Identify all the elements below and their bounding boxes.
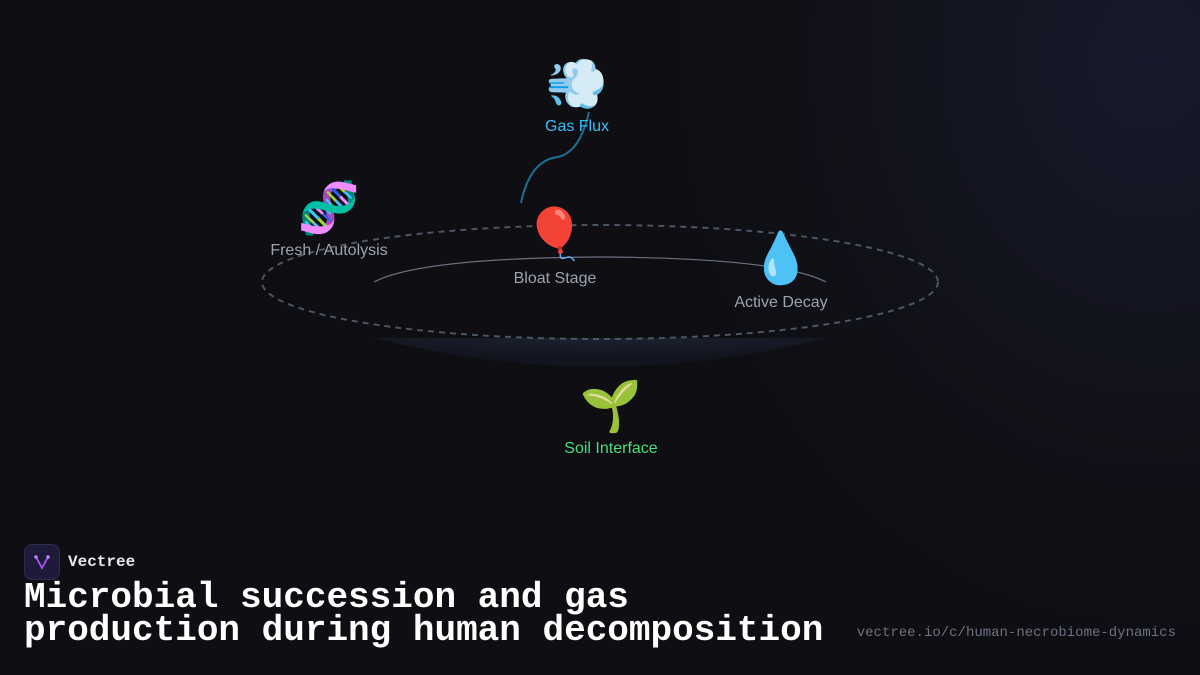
- brand-name: Vectree: [68, 553, 136, 571]
- node-label: Gas Flux: [544, 118, 610, 135]
- balloon-icon: 🎈: [523, 205, 587, 263]
- dash-symbol-icon: 💨: [545, 55, 609, 113]
- title-line-1: Microbial succession and gas: [24, 577, 629, 618]
- node-label: Bloat Stage: [513, 270, 597, 287]
- node-active-decay[interactable]: 💧 Active Decay: [734, 230, 827, 312]
- node-label: Soil Interface: [564, 440, 658, 457]
- soil-shadow: [375, 338, 825, 367]
- seedling-icon: 🌱: [579, 377, 643, 435]
- gas-flux-connector: [520, 111, 590, 204]
- droplet-icon: 💧: [749, 229, 813, 287]
- node-gas-flux[interactable]: 💨 Gas Flux: [545, 56, 609, 136]
- brand: Vectree: [24, 544, 135, 580]
- node-fresh-autolysis[interactable]: 🧬 Fresh / Autolysis: [270, 180, 387, 260]
- node-bloat-stage[interactable]: 🎈 Bloat Stage: [514, 206, 597, 288]
- node-label: Active Decay: [734, 294, 828, 311]
- title-line-2: production during human decomposition: [24, 610, 824, 651]
- source-url[interactable]: vectree.io/c/human-necrobiome-dynamics: [856, 625, 1176, 641]
- dna-icon: 🧬: [297, 179, 361, 237]
- vectree-logo-icon: [24, 544, 60, 580]
- decomposition-cycle-ring: [261, 224, 939, 340]
- stage-arc: [373, 256, 827, 283]
- node-label: Fresh / Autolysis: [270, 242, 388, 259]
- node-soil-interface[interactable]: 🌱 Soil Interface: [564, 378, 657, 458]
